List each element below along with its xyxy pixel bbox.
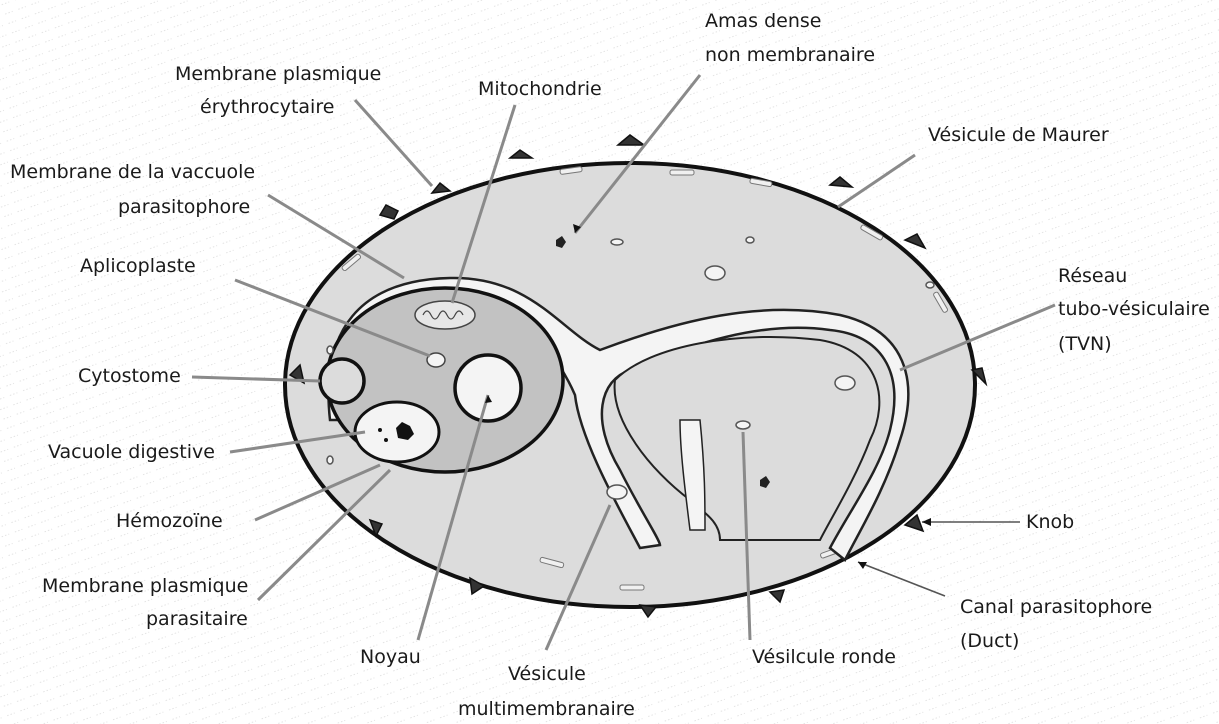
label-vesicule-maurer: Vésicule de Maurer: [928, 124, 1109, 146]
vesicle: [611, 239, 623, 245]
label-membrane-parasitaire-line2: parasitaire: [146, 608, 248, 630]
label-reseau-line1: Réseau: [1058, 265, 1127, 287]
label-amas-dense-line1: Amas dense: [705, 10, 821, 32]
hemozoin-fragment: [384, 438, 388, 442]
vesicle: [327, 346, 333, 354]
hemozoin-fragment: [378, 428, 382, 432]
vesicle: [746, 237, 754, 243]
label-vesicule-multi-line2: multimembranaire: [458, 698, 635, 720]
label-reseau-line3: (TVN): [1058, 333, 1112, 355]
label-vesicule-ronde: Vésilcule ronde: [752, 646, 896, 668]
label-canal-line1: Canal parasitophore: [960, 596, 1152, 618]
label-membrane-vacuole-line1: Membrane de la vaccuole: [10, 161, 255, 183]
cytostome: [320, 359, 364, 403]
label-vesicule-multi-line1: Vésicule: [508, 663, 586, 685]
label-noyau: Noyau: [360, 646, 421, 668]
vesicle: [607, 485, 627, 499]
vesicle: [705, 266, 725, 280]
vesicle: [736, 421, 750, 429]
label-vacuole-digestive: Vacuole digestive: [48, 441, 215, 463]
vesicle: [926, 282, 934, 288]
label-reseau-line2: tubo-vésiculaire: [1058, 298, 1210, 320]
label-mitochondrie: Mitochondrie: [478, 78, 602, 100]
label-amas-dense-line2: non membranaire: [705, 44, 875, 66]
label-cytostome: Cytostome: [78, 365, 181, 387]
label-aplicoplaste: Aplicoplaste: [80, 255, 196, 277]
label-hemozoine: Hémozoïne: [116, 510, 223, 532]
label-knob: Knob: [1026, 511, 1074, 533]
vesicle-slit: [670, 170, 694, 175]
label-canal-line2: (Duct): [960, 630, 1019, 652]
label-membrane-vacuole-line2: parasitophore: [118, 196, 250, 218]
label-membrane-erythrocytaire-line2: érythrocytaire: [200, 96, 334, 118]
vesicle: [835, 376, 855, 390]
nucleus: [455, 355, 521, 421]
vesicle: [327, 456, 333, 464]
mitochondrion: [415, 301, 475, 329]
label-membrane-erythrocytaire-line1: Membrane plasmique: [175, 63, 381, 85]
vesicle-slit: [620, 585, 644, 590]
label-membrane-parasitaire-line1: Membrane plasmique: [42, 575, 248, 597]
